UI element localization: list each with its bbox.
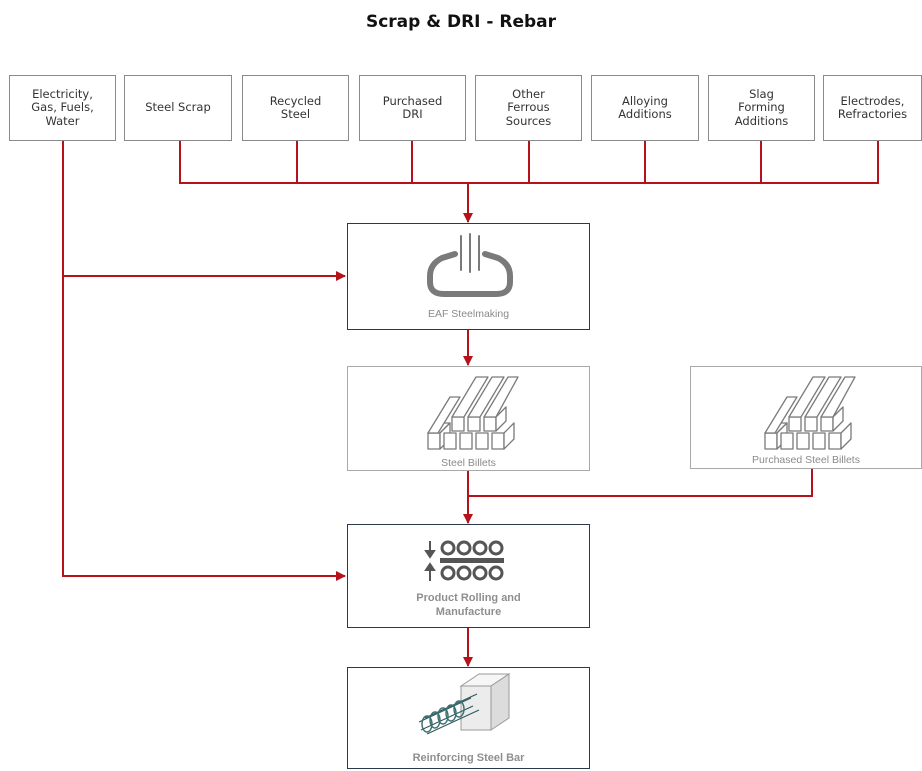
input-other-ferrous-sources: Other Ferrous Sources [475,75,582,141]
rolling-mill-icon [424,540,504,581]
input-slag-forming-additions: Slag Forming Additions [708,75,815,141]
rebar-icon [418,673,511,735]
stage-rebar-label: Reinforcing Steel Bar [412,752,525,764]
stage-rolling-label: Product Rolling and Manufacture [416,592,521,618]
stage-purchased-steel-billets: Purchased Steel Billets [690,366,922,469]
input-electricity-gas-fuels-water: Electricity, Gas, Fuels, Water [9,75,116,141]
eaf-furnace-icon [427,233,513,297]
input-recycled-steel: Recycled Steel [242,75,349,141]
stage-purchased-billets-label: Purchased Steel Billets [752,454,860,466]
diagram-title: Scrap & DRI - Rebar [365,12,557,32]
stage-product-rolling: Product Rolling and Manufacture [347,524,590,628]
stage-eaf-label: EAF Steelmaking [427,308,510,320]
stage-eaf-steelmaking: EAF Steelmaking [347,223,590,330]
input-electrodes-refractories: Electrodes, Refractories [823,75,922,141]
input-purchased-dri: Purchased DRI [359,75,466,141]
input-steel-scrap: Steel Scrap [124,75,232,141]
input-alloying-additions: Alloying Additions [591,75,699,141]
stage-reinforcing-steel-bar: Reinforcing Steel Bar [347,667,590,769]
steel-billets-icon [427,376,519,450]
steel-billets-icon [764,376,856,450]
stage-steel-billets: Steel Billets [347,366,590,471]
stage-steel-billets-label: Steel Billets [441,457,496,469]
